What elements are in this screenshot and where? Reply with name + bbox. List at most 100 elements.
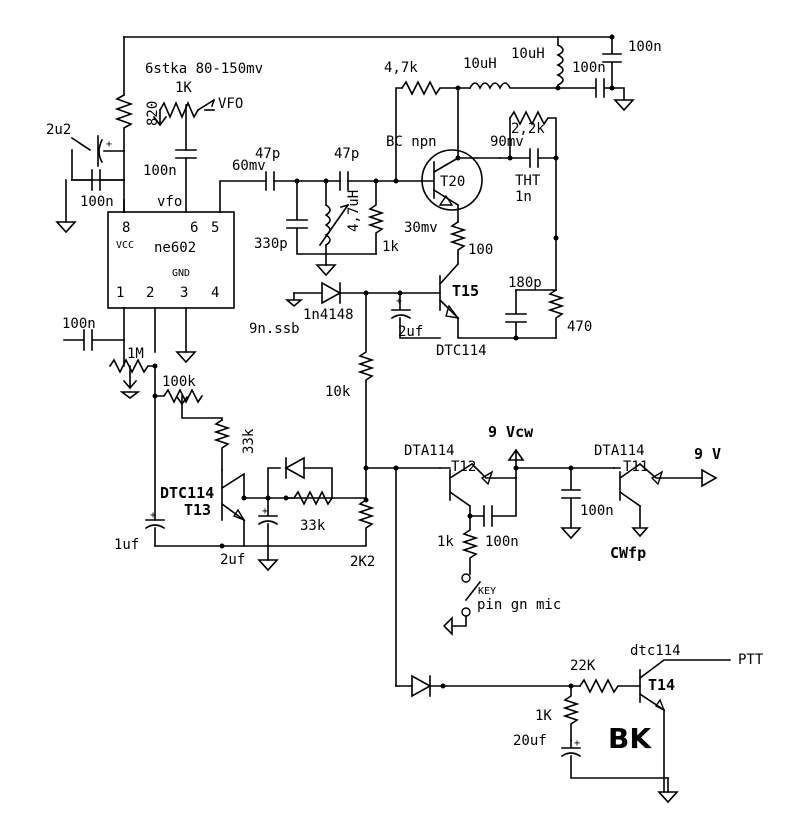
- label-100n-c: 100n: [572, 60, 606, 76]
- label-10uh-b: 10uH: [511, 46, 545, 62]
- label-9v: 9 V: [694, 445, 721, 463]
- ic-pin-8: 8: [122, 220, 130, 236]
- emitter-resistor-100: 30mv 100: [404, 220, 493, 265]
- label-1m: 1M: [127, 346, 144, 362]
- label-10k: 10k: [325, 384, 351, 400]
- label-33k-a: 33k: [241, 428, 257, 454]
- label-bc-npn: BC npn: [386, 134, 437, 150]
- transistor-t20: T20 BC npn 90mv: [386, 134, 524, 223]
- ic-ne602: 8 6 5 VCC ne602 GND 1 2 3 4: [107, 199, 235, 363]
- label-2uf-b: 2uf: [220, 552, 245, 568]
- resistor-1k-a: 1k: [367, 180, 399, 255]
- label-47p-a: 47p: [255, 146, 280, 162]
- label-1k-c: 1K: [535, 708, 552, 724]
- label-4-7k: 4,7k: [384, 60, 418, 76]
- ic-pin-3: 3: [180, 285, 188, 301]
- label-100: 100: [468, 242, 493, 258]
- feedback-network: 2,2k THT 1n: [499, 110, 559, 291]
- ic-gnd: GND: [172, 268, 190, 279]
- label-dta114-a: DTA114: [404, 443, 455, 459]
- label-1n4148: 1n4148: [303, 307, 354, 323]
- ic-pin-5: 5: [211, 220, 219, 236]
- label-tht: THT: [515, 173, 541, 189]
- label-1k-b: 1k: [437, 534, 454, 550]
- transistor-t12: DTA114 T12 9 Vcw 100n 1k: [404, 423, 534, 583]
- label-100k: 100k: [162, 374, 196, 390]
- label-cwfp: CWfp: [610, 544, 646, 562]
- resistor-33k-a: 33k: [213, 418, 257, 471]
- potentiometer-1k-vfo: 1K VFO 100n vfo: [143, 80, 243, 213]
- label-100n-d: 100n: [628, 39, 662, 55]
- label-60mv: 60mv: [232, 158, 266, 174]
- svg-text:+: +: [150, 510, 156, 521]
- label-2uf-a: 2uf: [398, 324, 423, 340]
- ic-pin-6: 6: [190, 220, 198, 236]
- bk-section: 22K 1K + 20uf BK: [395, 658, 669, 779]
- label-180p: 180p: [508, 275, 542, 291]
- resistor-2k2: 2K2: [243, 467, 375, 570]
- label-33k-b: 33k: [300, 518, 326, 534]
- potentiometer-100k: 100k: [152, 374, 223, 421]
- key-switch: KEY pin gn mic: [442, 580, 561, 636]
- transistor-t11: DTA114 T11 9 V CWfp: [594, 443, 721, 562]
- top-supply-rail: [123, 36, 613, 96]
- label-100n-f: 100n: [485, 534, 519, 550]
- label-dtc114-a: DTC114: [436, 343, 487, 359]
- ic-output-60mv: 60mv 47p 47p: [219, 146, 399, 213]
- ic-name: ne602: [154, 240, 196, 256]
- capacitor-330p: 330p: [254, 180, 377, 255]
- label-30mv: 30mv: [404, 220, 438, 236]
- input-network: 100n 1M: [62, 316, 158, 521]
- label-100n-g: 100n: [580, 503, 614, 519]
- label-t15: T15: [452, 282, 479, 300]
- label-470: 470: [567, 319, 592, 335]
- cw-bus: [365, 465, 441, 687]
- ic-vcc: VCC: [116, 240, 134, 251]
- label-2-2k-top: 2,2k: [511, 121, 545, 137]
- label-1uf: 1uf: [114, 537, 139, 553]
- label-dtc114-c: dtc114: [630, 643, 681, 659]
- label-20uf: 20uf: [513, 733, 547, 749]
- label-2u2: 2u2: [46, 122, 71, 138]
- label-ptt: PTT: [738, 652, 764, 668]
- ic-pin-1: 1: [116, 285, 124, 301]
- label-dtc114-b: DTC114: [160, 484, 214, 502]
- label-bk: BK: [608, 722, 652, 755]
- tank-180p-470: 180p 470: [505, 275, 592, 339]
- cw-supply-rail: 100n: [515, 465, 615, 539]
- capacitor-2uf-a: + 2uf: [390, 292, 441, 340]
- inductor-4-7uh: 4,7uH: [316, 180, 362, 276]
- label-dta114-b: DTA114: [594, 443, 645, 459]
- diode-1n4148: 1n4148 9n.ssb: [249, 281, 403, 337]
- label-t12: T12: [451, 459, 476, 475]
- label-330p: 330p: [254, 236, 288, 252]
- label-key-note: pin gn mic: [477, 597, 561, 613]
- transistor-t14: dtc114 PTT T14: [630, 643, 764, 803]
- label-22k: 22K: [570, 658, 596, 674]
- oscillator-note: 6stka 80-150mv: [145, 61, 263, 77]
- label-t14: T14: [648, 676, 675, 694]
- label-9n-ssb: 9n.ssb: [249, 321, 300, 337]
- ic-pin-4: 4: [211, 285, 219, 301]
- label-100n-a: 100n: [80, 194, 114, 210]
- label-pot-1k: 1K: [175, 80, 192, 96]
- label-90mv: 90mv: [490, 134, 524, 150]
- svg-text:+: +: [262, 506, 268, 517]
- resistor-10k: 10k: [325, 292, 375, 503]
- label-100n-e: 100n: [62, 316, 96, 332]
- label-1n: 1n: [515, 189, 532, 205]
- capacitor-1uf: + 1uf: [114, 510, 166, 553]
- label-47p-b: 47p: [334, 146, 359, 162]
- svg-text:+: +: [396, 296, 402, 307]
- label-100n-b: 100n: [143, 163, 177, 179]
- ic-pin-2: 2: [146, 285, 154, 301]
- hold-network: 33k + 2uf: [220, 456, 334, 571]
- label-9vcw: 9 Vcw: [488, 423, 534, 441]
- label-vfo-pin: vfo: [157, 194, 182, 210]
- label-4-7uh: 4,7uH: [346, 190, 362, 232]
- label-t20: T20: [440, 174, 465, 190]
- capacitor-100n-decouple: 100n: [71, 169, 125, 213]
- label-vfo: VFO: [218, 96, 243, 112]
- svg-text:+: +: [106, 139, 112, 150]
